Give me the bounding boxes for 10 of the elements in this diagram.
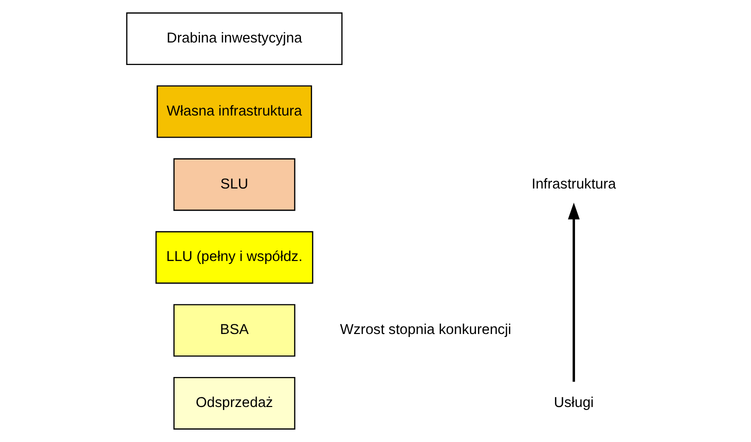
label: Wzrost stopnia konkurencji [339,322,511,338]
arrow [567,202,580,382]
node-box: LLU (pełny i współdz. [154,231,313,284]
node-box: Własna infrastruktura [156,85,312,138]
node-text: Usługi [553,394,594,411]
node-box: Odsprzedaż [172,376,295,430]
node-text: Infrastruktura [531,176,616,192]
node-box: Drabina inwestycyjna [126,12,342,66]
node-box: BSA [172,304,295,357]
node-box: SLU [172,158,295,211]
